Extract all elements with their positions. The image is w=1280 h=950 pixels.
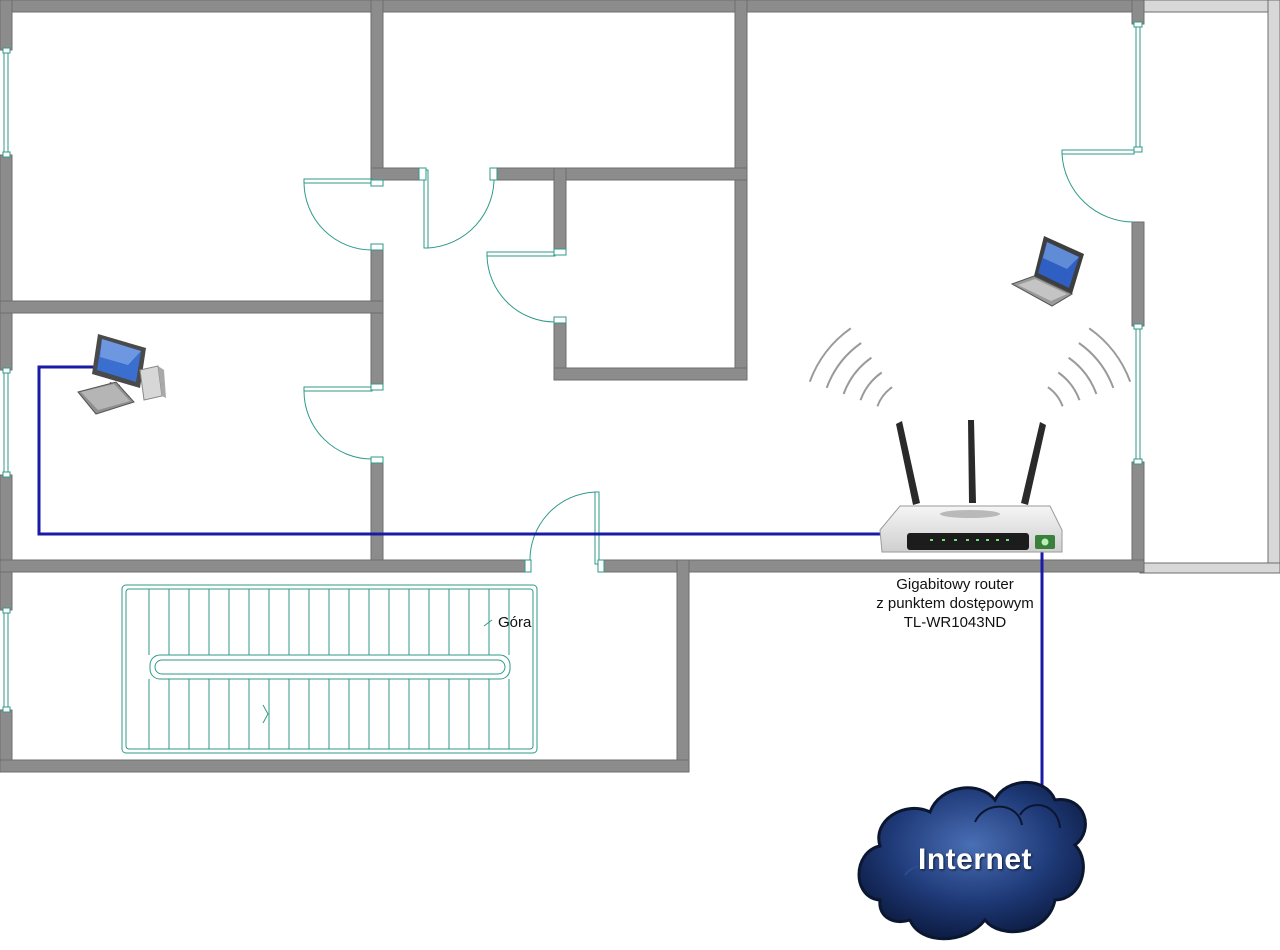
wifi-signal-arc-left [876, 386, 893, 407]
router-label: Gigabitowy router z punktem dostępowym T… [840, 575, 1070, 632]
stairs-label-leader [483, 619, 493, 627]
window-right-2 [1133, 323, 1143, 465]
doors [303, 149, 1135, 573]
wall-outer-left-2 [0, 154, 13, 371]
wall-vert-376-b [370, 247, 384, 385]
wall-vert-376-a [370, 0, 384, 183]
wall-horiz-173-a [370, 167, 422, 181]
wall-inner-right-2 [1131, 221, 1145, 327]
window-left-1 [2, 47, 11, 158]
wall-outer-top-right [1139, 0, 1280, 13]
window-left-2 [2, 367, 11, 478]
wifi-signal-arc-left [842, 356, 872, 395]
wifi-signal-arcs [808, 327, 1132, 407]
stairs-direction-arrow [262, 704, 269, 724]
wifi-signal-arc-right [1068, 356, 1098, 395]
laptop-icon [1010, 236, 1084, 307]
router-antenna-left [896, 421, 920, 505]
staircase [121, 584, 538, 754]
door-balcony [1061, 149, 1135, 223]
wall-stair-right [676, 559, 690, 773]
wall-inner-right-3 [1131, 461, 1145, 573]
internet-cloud-icon [857, 780, 1087, 941]
wireless-router-icon [879, 420, 1063, 553]
stair-treads [148, 589, 510, 749]
wall-outer-left-3 [0, 474, 13, 611]
wall-horiz-566-a [0, 559, 529, 573]
router-front-panel [907, 533, 1029, 550]
wifi-signal-arc-right [1088, 327, 1132, 383]
router-label-line-3: TL-WR1043ND [903, 614, 1007, 631]
router-antenna-right [1021, 422, 1046, 505]
wifi-signal-arc-right [1047, 386, 1064, 407]
stairs-up-label: Góra [498, 614, 532, 631]
internet-label: Internet [917, 843, 1032, 876]
wall-smallroom-left-a [553, 167, 567, 253]
router-label-line-2: z punktem dostępowym [876, 595, 1034, 612]
cable-desktop-to-router [37, 365, 895, 536]
wall-inner-right-1 [1131, 0, 1145, 25]
stairs-landing [149, 654, 511, 680]
window-right-1 [1133, 21, 1143, 153]
door-small-room [486, 248, 567, 324]
walls [0, 0, 1280, 773]
door-topleft-room [303, 178, 384, 251]
wifi-signal-arc-right [1078, 342, 1115, 389]
wall-balcony-bottom [1139, 562, 1280, 574]
wall-outer-top [0, 0, 1141, 13]
wifi-signal-arc-left [859, 371, 883, 401]
door-staircase [524, 491, 605, 573]
wall-vert-376-c [370, 461, 384, 563]
wifi-signal-arc-left [808, 327, 852, 383]
wall-outer-left-1 [0, 0, 13, 51]
door-corridor-top [418, 167, 498, 249]
stairs-outline [121, 584, 538, 754]
wall-vert-740 [734, 0, 748, 381]
desktop-computer-icon [77, 334, 166, 415]
windows [2, 21, 1143, 713]
wall-stair-bottom [0, 759, 690, 773]
wifi-signal-arc-right [1057, 371, 1081, 401]
wall-balcony-right [1267, 0, 1280, 574]
door-midleft-room [303, 383, 384, 464]
wifi-signal-arc-left [825, 342, 862, 389]
wall-horiz-307 [0, 300, 384, 314]
window-left-3 [2, 607, 11, 713]
network-cables [37, 365, 1044, 792]
router-antenna-middle [968, 420, 976, 503]
wall-horiz-173-b [495, 167, 748, 181]
wall-smallroom-bottom [553, 367, 748, 381]
router-label-line-1: Gigabitowy router [896, 576, 1014, 593]
